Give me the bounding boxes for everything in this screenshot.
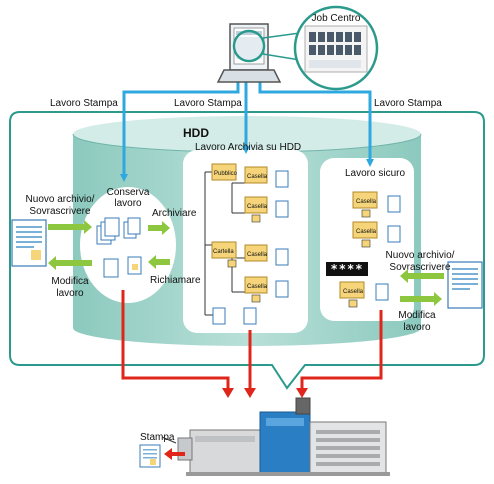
svg-text:Casella: Casella xyxy=(356,199,377,205)
lavoro-stampa-mid: Lavoro Stampa xyxy=(174,98,242,109)
modifica-right-label-2: lavoro xyxy=(403,322,431,333)
green-arrows-right xyxy=(400,269,444,306)
tree-bottom-docs xyxy=(212,307,257,325)
svg-text:Casella: Casella xyxy=(247,252,268,258)
red-arrows xyxy=(121,290,383,390)
svg-text:Casella: Casella xyxy=(247,284,268,290)
folder-casella-4: Casella xyxy=(244,276,289,303)
nuovo-right-label: Nuovo archivio/ xyxy=(386,250,455,261)
stampa-label: Stampa xyxy=(140,432,175,443)
svg-text:Cartella: Cartella xyxy=(213,249,234,255)
conserva-label: Conserva xyxy=(107,187,150,198)
printer-icon xyxy=(177,397,390,476)
document-icon-right xyxy=(447,261,483,309)
folder-pubblico: Pubblico xyxy=(211,163,238,181)
document-icon-left xyxy=(11,219,47,267)
modifica-left-label-2: lavoro xyxy=(56,288,84,299)
green-arrows-left xyxy=(48,220,170,270)
lavoro-stampa-left: Lavoro Stampa xyxy=(50,98,118,109)
folder-cartella: Cartella xyxy=(211,241,237,268)
folder-casella-1: Casella xyxy=(244,166,289,188)
folder-casella-3: Casella xyxy=(244,244,289,266)
svg-text:Casella: Casella xyxy=(343,289,364,295)
job-centro-label: Job Centro xyxy=(312,13,361,24)
svg-text:Casella: Casella xyxy=(356,229,377,235)
modifica-left-label: Modifica xyxy=(51,276,89,287)
nuovo-right-label-2: Sovrascrivere xyxy=(389,262,451,273)
sicuro-folders: Casella Casella Casella xyxy=(339,191,401,308)
richiamare-label: Richiamare xyxy=(150,275,201,286)
modifica-right-label: Modifica xyxy=(398,310,436,321)
nuovo-left-label: Nuovo archivio/ xyxy=(26,194,95,205)
svg-text:Casella: Casella xyxy=(247,204,268,210)
job-centro-window: Job Centro xyxy=(293,5,379,91)
lavoro-sicuro-label: Lavoro sicuro xyxy=(345,168,405,179)
output-document-icon xyxy=(139,444,161,468)
folder-casella-2: Casella xyxy=(244,196,289,223)
computer-icon xyxy=(216,23,282,83)
svg-text:Pubblico: Pubblico xyxy=(214,171,238,177)
output-arrow xyxy=(164,448,185,460)
lavoro-stampa-right: Lavoro Stampa xyxy=(374,98,442,109)
svg-text:Casella: Casella xyxy=(247,174,268,180)
blue-arrows xyxy=(120,80,374,182)
nuovo-left-label-2: Sovrascrivere xyxy=(29,206,91,217)
archiviare-label: Archiviare xyxy=(152,208,197,219)
svg-text:****: **** xyxy=(331,262,364,276)
conserva-label-2: lavoro xyxy=(114,198,142,209)
password-box: **** xyxy=(326,262,368,276)
conserva-documents xyxy=(96,217,142,278)
lavoro-archivia-label: Lavoro Archivia su HDD xyxy=(195,142,301,153)
hdd-label: HDD xyxy=(183,126,209,140)
